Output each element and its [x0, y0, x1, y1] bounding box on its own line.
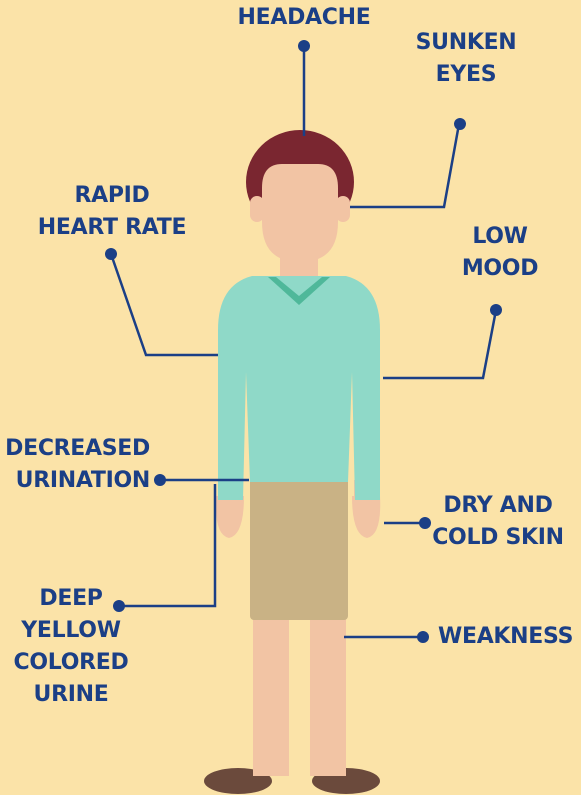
- low-mood-connector: [383, 310, 496, 378]
- decreased-urination-label: DECREASED URINATION: [0, 433, 150, 497]
- left-leg: [253, 612, 289, 776]
- weakness-label: WEAKNESS: [438, 621, 581, 653]
- shirt: [218, 276, 380, 500]
- shorts: [250, 478, 348, 620]
- deep-yellow-urine-line-3: COLORED: [4, 647, 138, 679]
- headache-line-1: HEADACHE: [226, 2, 382, 34]
- sunken-eyes-connector: [350, 124, 459, 207]
- dry-cold-skin-line-1: DRY AND: [428, 490, 568, 522]
- ear-right: [336, 196, 350, 222]
- right-leg: [310, 612, 346, 776]
- left-hand: [216, 496, 244, 538]
- rapid-heart-rate-dot: [105, 248, 117, 260]
- sunken-eyes-line-2: EYES: [404, 59, 528, 91]
- dry-cold-skin-label: DRY AND COLD SKIN: [428, 490, 568, 554]
- right-hand: [352, 496, 380, 538]
- face: [262, 164, 338, 262]
- deep-yellow-urine-line-1: DEEP: [4, 583, 138, 615]
- sunken-eyes-dot: [454, 118, 466, 130]
- headache-label: HEADACHE: [226, 2, 382, 34]
- rapid-heart-rate-label: RAPID HEART RATE: [24, 180, 200, 244]
- sunken-eyes-label: SUNKEN EYES: [404, 27, 528, 91]
- sunken-eyes-line-1: SUNKEN: [404, 27, 528, 59]
- rapid-heart-rate-connector: [111, 254, 218, 355]
- low-mood-dot: [490, 304, 502, 316]
- decreased-urination-line-2: URINATION: [0, 465, 150, 497]
- weakness-line-1: WEAKNESS: [438, 621, 581, 653]
- deep-yellow-urine-line-2: YELLOW: [4, 615, 138, 647]
- headache-dot: [298, 40, 310, 52]
- rapid-heart-rate-line-2: HEART RATE: [24, 212, 200, 244]
- ear-left: [250, 196, 264, 222]
- weakness-dot: [417, 631, 429, 643]
- deep-yellow-urine-label: DEEP YELLOW COLORED URINE: [4, 583, 138, 711]
- rapid-heart-rate-line-1: RAPID: [24, 180, 200, 212]
- low-mood-line-1: LOW: [450, 221, 550, 253]
- decreased-urination-dot: [154, 474, 166, 486]
- deep-yellow-urine-line-4: URINE: [4, 679, 138, 711]
- decreased-urination-line-1: DECREASED: [0, 433, 150, 465]
- dry-cold-skin-line-2: COLD SKIN: [428, 522, 568, 554]
- low-mood-line-2: MOOD: [450, 253, 550, 285]
- low-mood-label: LOW MOOD: [450, 221, 550, 285]
